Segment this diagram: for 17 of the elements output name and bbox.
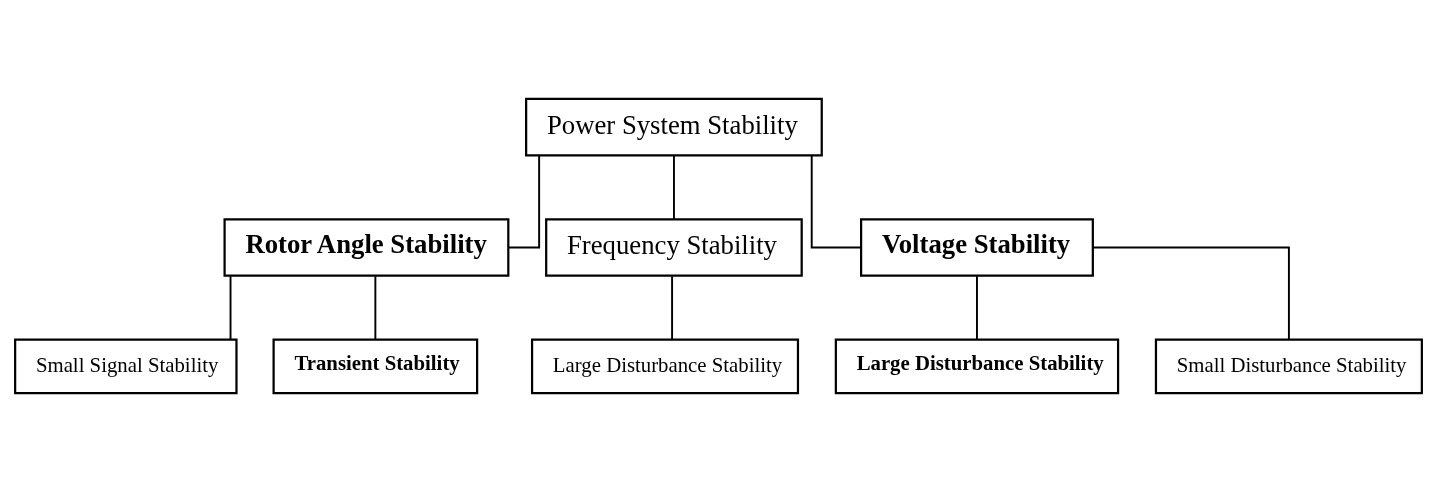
node-box: Large Disturbance Stability [530, 338, 800, 395]
connector [229, 275, 232, 341]
connector [374, 275, 377, 341]
connector [976, 275, 978, 341]
connector [671, 275, 674, 341]
node-box: Transient Stability [272, 338, 479, 395]
connector [1092, 246, 1290, 341]
connector [672, 154, 675, 221]
node-box: Small Signal Stability [14, 338, 238, 395]
node-box: Frequency Stability [545, 218, 803, 277]
node-box: Voltage Stability [860, 218, 1094, 277]
connector [507, 154, 541, 249]
node-box: Rotor Angle Stability [223, 218, 510, 277]
node-box: Power System Stability [525, 97, 823, 157]
node-box: Large Disturbance Stability [834, 338, 1120, 395]
node-box: Small Disturbance Stability [1154, 338, 1423, 395]
connector [810, 154, 862, 249]
